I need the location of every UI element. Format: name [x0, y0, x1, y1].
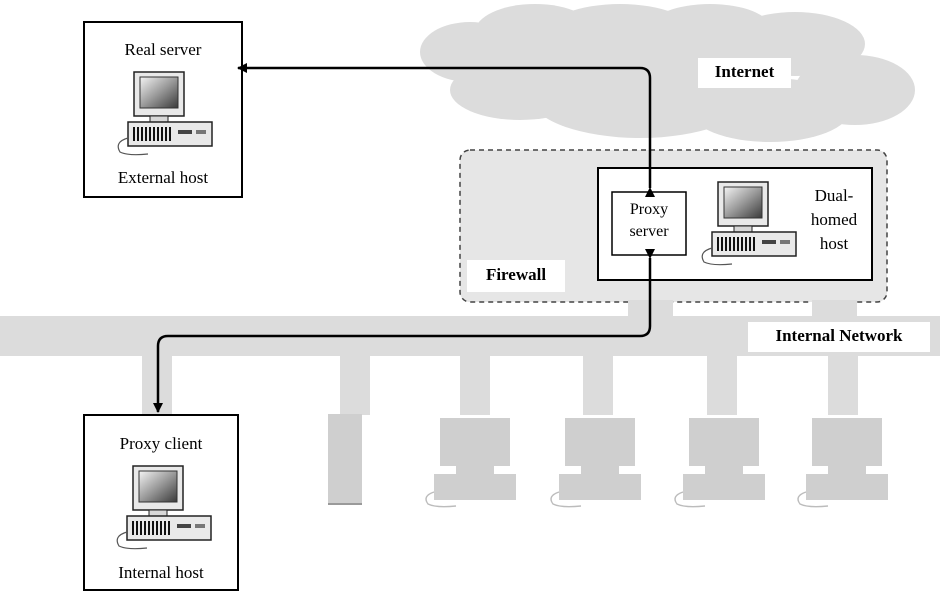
network-workstation-3: [674, 417, 766, 508]
firewall-label: Firewall: [485, 265, 547, 284]
internet-label: Internet: [714, 62, 775, 81]
dual-homed-label-line1: Dual-: [814, 186, 854, 205]
external-host-label: External host: [117, 168, 209, 187]
proxy-to-real-server-path: [237, 63, 655, 197]
proxy-server-label-line1: Proxy: [629, 201, 669, 218]
internal-host-label: Internal host: [118, 563, 204, 582]
internet-label-bg: [698, 58, 791, 88]
network-device-tower: [328, 414, 362, 504]
proxy-server-box: [611, 191, 687, 256]
internet-cloud: [420, 4, 915, 142]
network-workstation-4: [797, 417, 889, 508]
proxy-client-to-proxy-path: [153, 249, 655, 413]
real-server-label: Real server: [124, 40, 202, 59]
dual-homed-label-line3: host: [819, 234, 849, 253]
proxy-client-label: Proxy client: [119, 434, 203, 453]
internal-network-label-bg: [748, 322, 930, 352]
internal-network-bus: [0, 300, 940, 415]
network-workstation-1: [425, 417, 517, 508]
network-workstation-2: [550, 417, 642, 508]
internal-network-label: Internal Network: [775, 326, 903, 345]
proxy-server-label-line2: server: [629, 223, 669, 240]
dual-homed-label-line2: homed: [810, 210, 858, 229]
